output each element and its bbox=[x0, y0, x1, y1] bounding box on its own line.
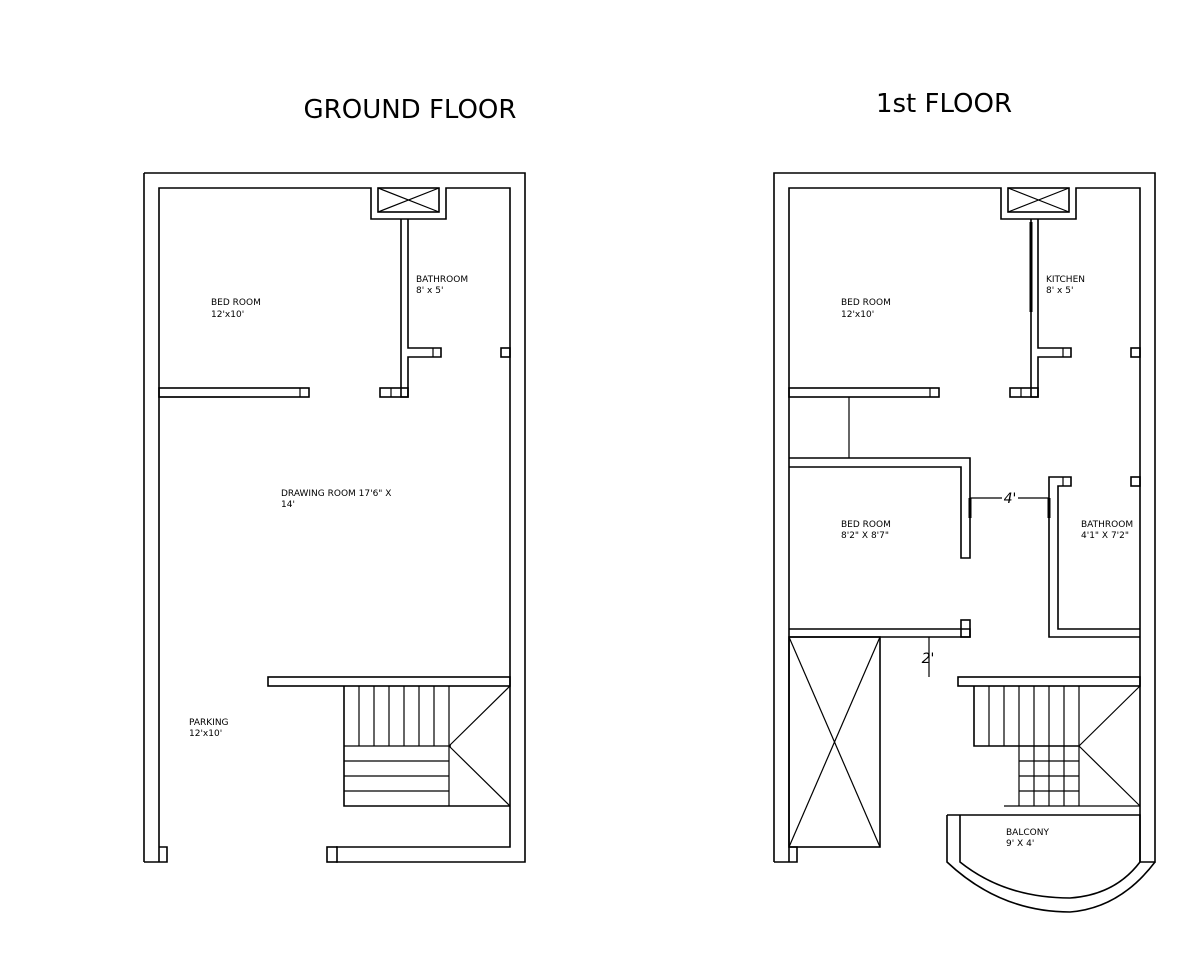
first-kitchen-size: 8' x 5' bbox=[1046, 286, 1073, 296]
first-outer-walls bbox=[773, 172, 1156, 863]
ground-parking-size: 12'x10' bbox=[189, 729, 222, 739]
first-bathroom-label: BATHROOM bbox=[1081, 520, 1133, 530]
ground-staircase bbox=[343, 685, 511, 807]
ground-floor-title: GROUND FLOOR bbox=[304, 95, 517, 125]
dim-4ft-label: 4' bbox=[1004, 491, 1017, 507]
ground-bedroom-label: BED ROOM bbox=[211, 298, 261, 308]
ground-bathroom-label: BATHROOM bbox=[416, 275, 468, 285]
first-bathroom-size: 4'1" X 7'2" bbox=[1081, 531, 1129, 541]
ground-bedroom-size: 12'x10' bbox=[211, 310, 244, 320]
first-floor-plan: 1st FLOOR bbox=[773, 89, 1156, 913]
first-kitchen-walls bbox=[1009, 219, 1072, 398]
ground-floor-plan: GROUND FLOOR bbox=[143, 95, 526, 863]
first-floor-title: 1st FLOOR bbox=[876, 89, 1012, 119]
first-bathroom-walls bbox=[1047, 476, 1140, 638]
ground-parking-label: PARKING bbox=[189, 718, 229, 728]
first-dim-4ft: 4' bbox=[970, 491, 1049, 507]
ground-bedroom-wall bbox=[158, 387, 310, 398]
dim-2ft-label: 2' bbox=[922, 651, 935, 667]
ground-stair-slab bbox=[267, 676, 511, 687]
ground-outer-walls bbox=[143, 172, 526, 863]
first-bedroom2-label: BED ROOM bbox=[841, 520, 891, 530]
ground-bathroom-walls bbox=[379, 219, 442, 398]
first-void bbox=[788, 636, 881, 848]
first-bedroom2-size: 8'2" X 8'7" bbox=[841, 531, 889, 541]
ground-shaft bbox=[377, 187, 440, 213]
first-dim-2ft: 2' bbox=[922, 637, 935, 677]
first-bedroom-wall bbox=[788, 387, 940, 458]
first-stair-slab bbox=[957, 676, 1141, 687]
ground-drawing-room-size: 14' bbox=[281, 500, 295, 510]
first-balcony-size: 9' X 4' bbox=[1006, 839, 1034, 849]
ground-drawing-room-label: DRAWING ROOM 17'6" X bbox=[281, 489, 391, 499]
first-balcony bbox=[946, 814, 1156, 913]
first-shaft bbox=[1007, 187, 1070, 213]
first-bedroom-size: 12'x10' bbox=[841, 310, 874, 320]
first-staircase bbox=[973, 685, 1141, 807]
first-bedroom2-walls bbox=[789, 457, 972, 638]
first-kitchen-label: KITCHEN bbox=[1046, 275, 1085, 285]
ground-bathroom-size: 8' x 5' bbox=[416, 286, 443, 296]
first-bedroom-label: BED ROOM bbox=[841, 298, 891, 308]
first-balcony-label: BALCONY bbox=[1006, 828, 1049, 838]
